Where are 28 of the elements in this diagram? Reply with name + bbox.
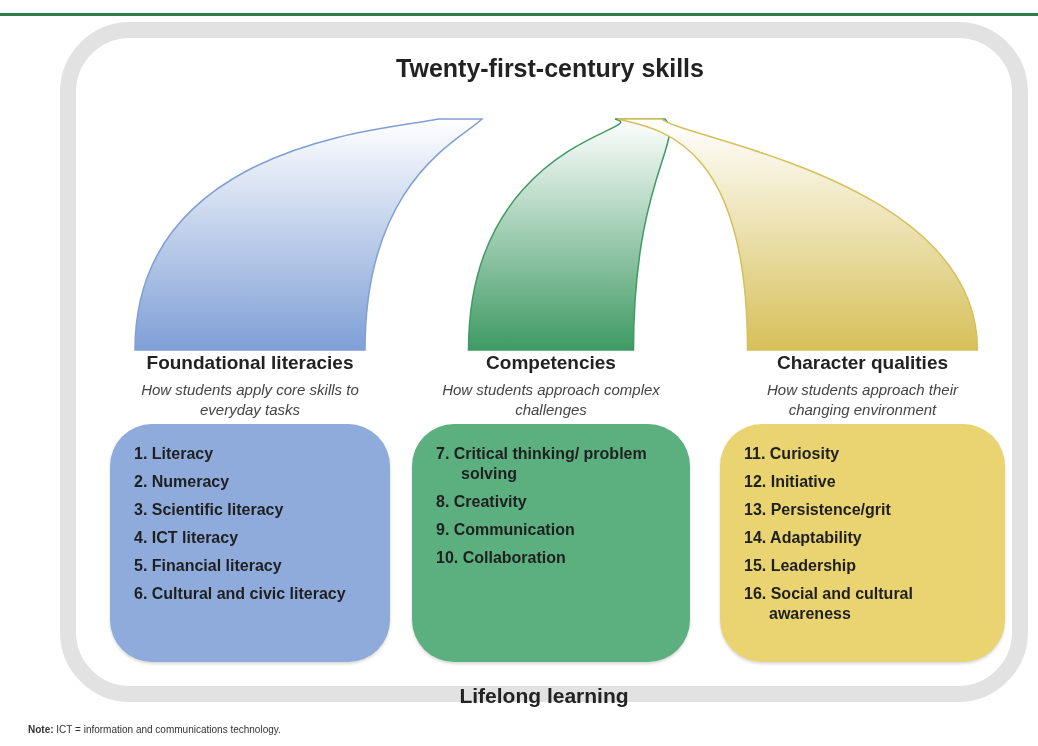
branch-band — [134, 118, 483, 351]
diagram-title: Twenty-first-century skills — [390, 53, 710, 84]
skill-item: 2. Numeracy — [134, 472, 231, 492]
footnote: Note: ICT = information and communications technology. — [28, 724, 281, 735]
skill-item: 8. Creativity — [436, 492, 528, 512]
category-heading: Competencies — [486, 351, 616, 375]
skill-item: 9. Communication — [436, 520, 576, 540]
skill-item: 3. Scientific literacy — [134, 500, 285, 520]
skill-item: 14. Adaptability — [744, 528, 863, 548]
skill-item: 1. Literacy — [134, 444, 215, 464]
category-description: How students approach their changing environment — [766, 380, 960, 420]
category-description: How students apply core skills to everyday tasks — [140, 380, 360, 420]
branch-band — [617, 118, 979, 351]
skill-item: 7. Critical thinking/ problem solving — [436, 444, 648, 484]
skill-item: 12. Initiative — [744, 472, 837, 492]
skill-item: 16. Social and cultural awareness — [744, 584, 914, 624]
frame-label: Lifelong learning — [459, 684, 629, 708]
skill-item: 11. Curiosity — [744, 444, 841, 464]
category-description: How students approach complex challenges — [441, 380, 661, 420]
skill-item: 5. Financial literacy — [134, 556, 283, 576]
skill-item: 10. Collaboration — [436, 548, 567, 568]
category-heading: Foundational literacies — [146, 351, 354, 375]
skill-item: 15. Leadership — [744, 556, 858, 576]
skill-item: 13. Persistence/grit — [744, 500, 892, 520]
skill-item: 6. Cultural and civic literacy — [134, 584, 347, 604]
branch-band — [467, 118, 671, 351]
category-heading: Character qualities — [776, 351, 949, 375]
skill-item: 4. ICT literacy — [134, 528, 240, 548]
